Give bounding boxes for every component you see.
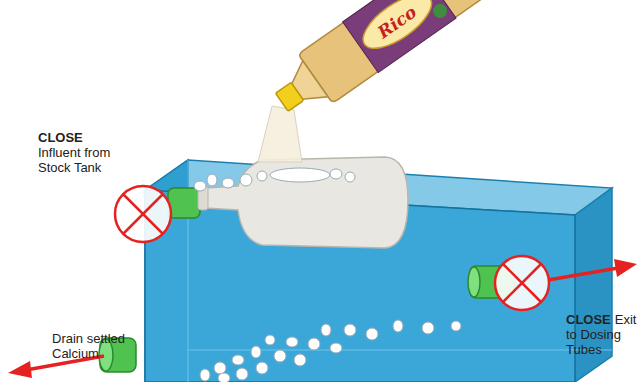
bottle-cap: [275, 82, 303, 111]
bubble: [256, 362, 268, 374]
closed-valve-cross: [123, 194, 163, 234]
bubble: [270, 168, 330, 182]
bottle-body: [298, 0, 484, 103]
bubble: [257, 171, 267, 181]
bubble: [200, 369, 210, 381]
submerged-bottle: [205, 157, 408, 248]
bubble: [366, 328, 378, 340]
arrow-head: [614, 259, 637, 277]
bubble: [286, 337, 298, 347]
bubble: [274, 350, 286, 362]
inlet-label: Influent from Stock Tank: [38, 145, 138, 175]
closed-valve-cross: [503, 264, 541, 302]
exit-arrow: [548, 268, 618, 280]
bubble: [265, 335, 275, 345]
bubble: [321, 324, 331, 336]
bubble: [330, 343, 342, 353]
bubble: [345, 172, 355, 182]
label-fruit: [430, 1, 449, 20]
closed-valve-symbol: [495, 256, 549, 310]
exit-label-group: CLOSEExit to Dosing Tubes: [566, 312, 640, 357]
bubble: [451, 321, 461, 331]
foam-bubbles: [194, 168, 355, 191]
exit-pipe-mouth: [468, 267, 480, 297]
bubble: [330, 169, 342, 179]
bottle-label: [343, 0, 456, 73]
closed-valve-symbol: [115, 186, 171, 242]
inlet-pipe: [168, 188, 200, 218]
vinegar-bottle: [264, 0, 485, 128]
bubble: [222, 178, 234, 188]
action-label: CLOSE: [566, 312, 611, 327]
bubble: [308, 338, 320, 350]
bubble: [207, 174, 217, 186]
bubble: [344, 324, 356, 336]
bubble: [214, 362, 226, 374]
action-label: CLOSE: [38, 130, 148, 145]
bubble: [232, 355, 244, 365]
bubble: [236, 368, 248, 380]
closed-valve-cross: [123, 194, 163, 234]
bubble: [218, 373, 230, 382]
pouring-stream: [258, 106, 302, 162]
drain-label: Drain settled Calcium: [52, 331, 138, 361]
settled-bubbles: [200, 320, 461, 382]
bubble: [422, 322, 434, 334]
bubble: [240, 174, 252, 186]
label-oval: [355, 0, 440, 58]
bubble: [251, 346, 261, 358]
bubble: [294, 354, 306, 366]
arrow-head: [8, 361, 32, 378]
closed-valve-cross: [503, 264, 541, 302]
bubble: [194, 181, 206, 191]
bubble: [393, 320, 403, 332]
